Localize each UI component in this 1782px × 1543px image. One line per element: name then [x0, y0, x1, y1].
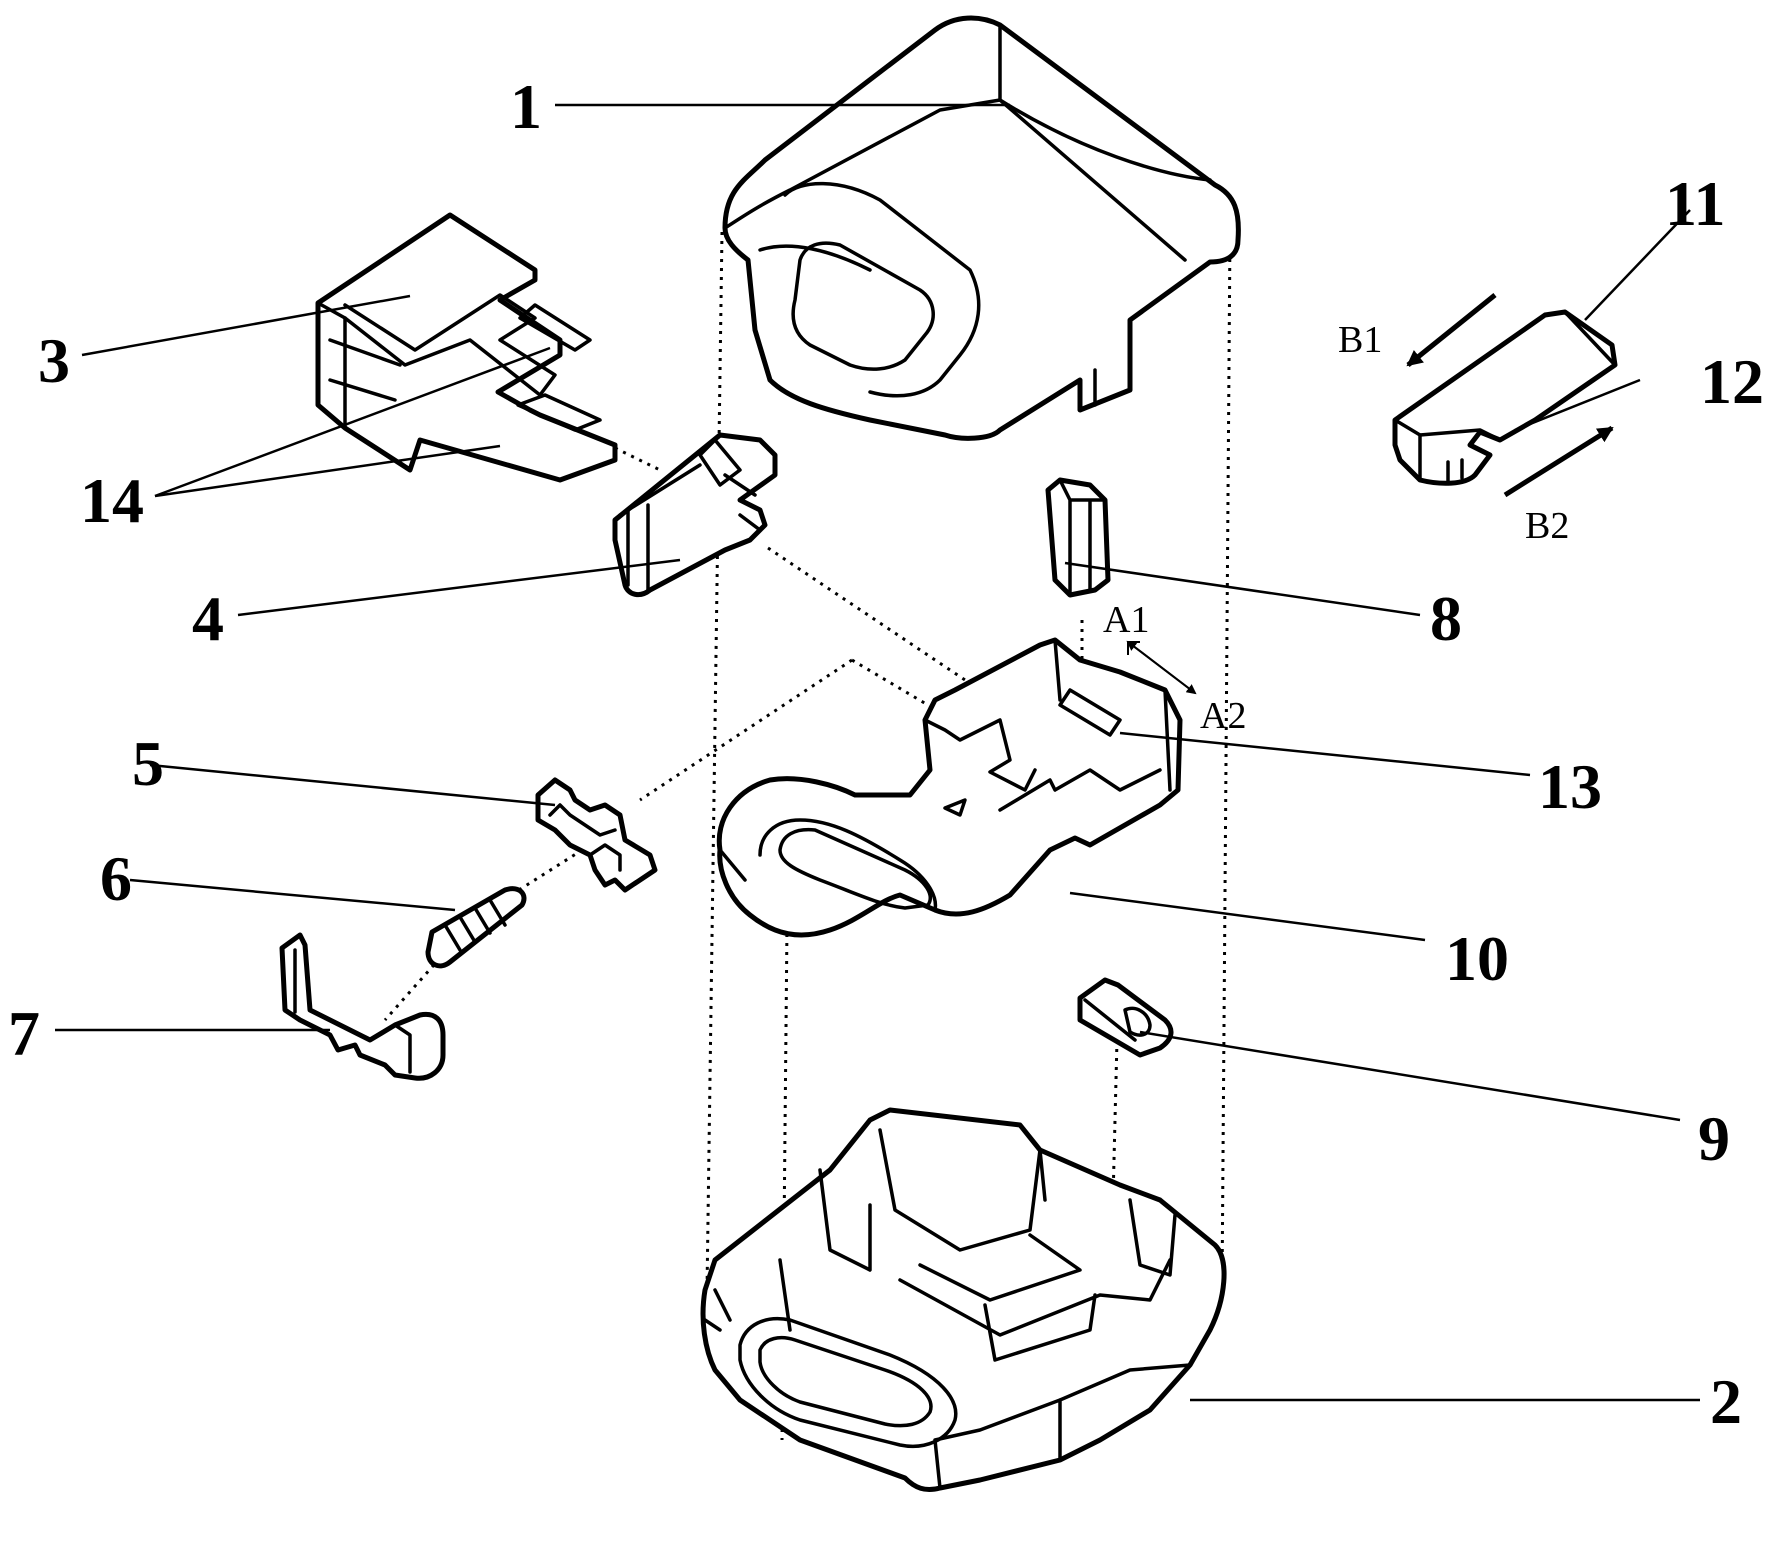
label-b1: B1	[1338, 319, 1382, 361]
label-13: 13	[1538, 751, 1602, 822]
label-4: 4	[192, 583, 224, 654]
part-9-clip	[1077, 977, 1174, 1058]
arrow-b2	[1503, 425, 1614, 498]
part-3-cover	[315, 212, 618, 483]
label-5: 5	[132, 728, 164, 799]
label-3: 3	[38, 325, 70, 396]
label-a2: A2	[1200, 695, 1246, 737]
leader-lines	[55, 103, 1700, 1402]
assembly-guide-lines	[383, 231, 1232, 1441]
part-5-latch	[535, 777, 658, 893]
part-7-slider-clip	[279, 932, 446, 1081]
label-8: 8	[1430, 583, 1462, 654]
label-b2: B2	[1525, 505, 1569, 547]
part-2-base-housing	[700, 1107, 1227, 1493]
arrow-b1	[1406, 293, 1497, 367]
label-2: 2	[1710, 1366, 1742, 1437]
direction-arrows	[1126, 293, 1614, 695]
label-11: 11	[1665, 168, 1725, 239]
arrow-a2	[1127, 641, 1197, 695]
label-12: 12	[1700, 346, 1764, 417]
direction-labels: A1 A2 B1 B2	[1103, 319, 1569, 737]
reference-numerals: 1 2 3 14 4 5 6 7 8 9 10 11 12 13	[8, 71, 1764, 1437]
part-8-block	[1045, 477, 1111, 598]
part-11-slider	[1392, 309, 1618, 486]
label-14: 14	[80, 465, 144, 536]
label-10: 10	[1445, 923, 1509, 994]
part-1-upper-housing	[722, 15, 1241, 441]
part-10-main-plate	[716, 637, 1183, 938]
label-7: 7	[8, 998, 40, 1069]
label-a1: A1	[1103, 599, 1149, 641]
label-9: 9	[1698, 1103, 1730, 1174]
part-6-spring	[425, 886, 527, 969]
part-4-terminal-plate	[612, 432, 778, 598]
label-6: 6	[100, 843, 132, 914]
label-1: 1	[510, 71, 542, 142]
